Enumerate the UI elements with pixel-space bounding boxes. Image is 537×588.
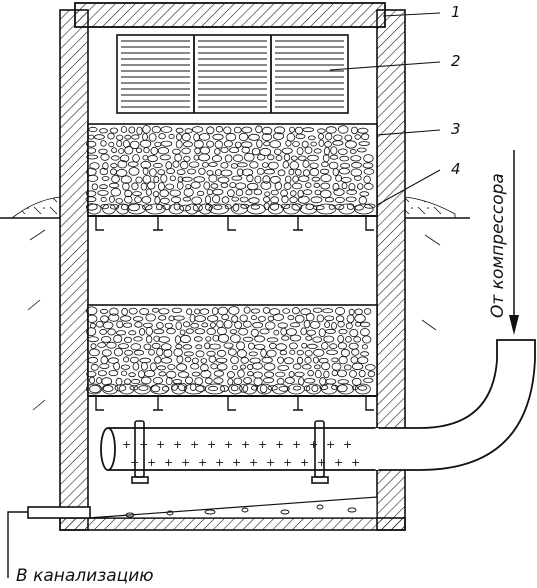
svg-text:+: +	[156, 438, 165, 451]
leader-lines	[329, 12, 441, 206]
svg-text:+: +	[309, 438, 318, 451]
callout-1: 1	[451, 3, 461, 21]
ground	[0, 196, 470, 411]
svg-text:+: +	[351, 456, 360, 469]
air-pipe: ++++++++++++++++++++++++++++	[100, 339, 536, 484]
svg-text:+: +	[215, 456, 224, 469]
drain-outlet	[7, 506, 91, 578]
svg-text:+: +	[164, 456, 173, 469]
svg-text:+: +	[249, 456, 258, 469]
svg-text:+: +	[122, 438, 131, 451]
pipe-end-cap	[100, 427, 116, 471]
svg-text:+: +	[241, 438, 250, 451]
inlet-arrow	[509, 150, 519, 335]
louvre-grille	[116, 34, 349, 114]
bottom-slab	[59, 517, 406, 531]
svg-text:+: +	[266, 456, 275, 469]
svg-text:+: +	[300, 456, 309, 469]
svg-text:+: +	[258, 438, 267, 451]
gravel-bed-lower	[85, 304, 378, 397]
soil-mound-left	[10, 196, 61, 219]
svg-text:+: +	[334, 456, 343, 469]
svg-text:+: +	[232, 456, 241, 469]
bottom-sediment	[87, 496, 378, 519]
svg-text:+: +	[190, 438, 199, 451]
svg-text:+: +	[343, 438, 352, 451]
left-wall	[59, 9, 89, 531]
soil-mound-right	[404, 196, 456, 219]
svg-text:+: +	[292, 438, 301, 451]
callout-2: 2	[451, 52, 461, 70]
svg-text:+: +	[147, 456, 156, 469]
svg-text:+: +	[224, 438, 233, 451]
pipe-clamps	[131, 420, 329, 484]
svg-text:+: +	[207, 438, 216, 451]
svg-text:+: +	[317, 456, 326, 469]
callout-4: 4	[451, 160, 461, 178]
svg-text:+: +	[181, 456, 190, 469]
support-grid-lower	[88, 395, 377, 411]
svg-text:+: +	[283, 456, 292, 469]
support-grid-upper	[88, 215, 377, 231]
svg-text:+: +	[326, 438, 335, 451]
gravel-bed-upper	[85, 123, 378, 217]
callout-3: 3	[451, 120, 461, 138]
svg-text:+: +	[275, 438, 284, 451]
caption-inlet: От компрессора	[488, 173, 508, 318]
lid	[74, 2, 386, 28]
caption-outlet: В канализацию	[16, 566, 154, 586]
svg-text:+: +	[173, 438, 182, 451]
svg-text:+: +	[198, 456, 207, 469]
